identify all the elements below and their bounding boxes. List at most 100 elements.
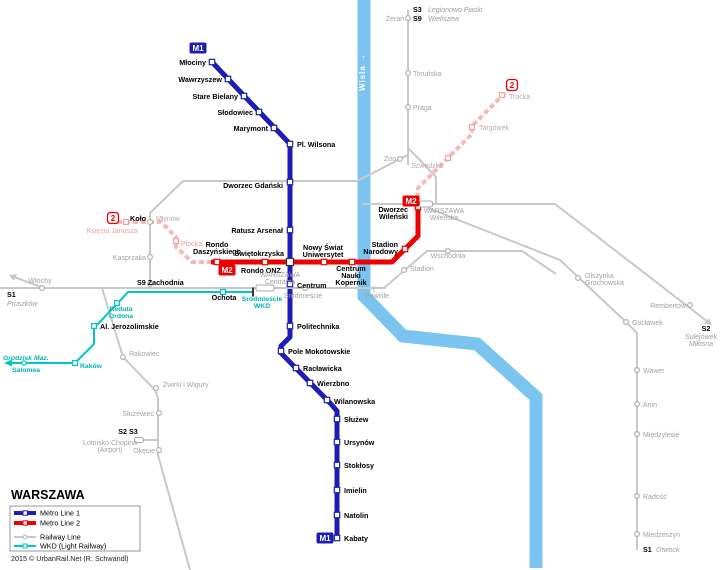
station-marker-imielin — [333, 486, 341, 494]
map-label-wawer: Wawer — [643, 368, 665, 375]
station-marker-slodowiec — [255, 108, 263, 116]
station-marker-rakowiec — [119, 354, 126, 361]
map-label-kasprzaka: Kasprzaka — [113, 255, 146, 262]
map-label-stare-bielany: Stare Bielany — [192, 92, 238, 101]
map-label-lotnisko-chopina-airport: Lotnisko Chopina(Airport) — [83, 440, 137, 454]
grodzisk-arrow — [4, 359, 12, 367]
station-marker-miedzylesie — [633, 431, 640, 438]
map-label-miedzeszyn: Miedzeszyn — [643, 532, 680, 539]
map-label-stok-osy: Stokłosy — [344, 461, 374, 470]
station-marker-salomea — [21, 360, 27, 366]
map-label-ursyn-w: Ursynów — [344, 438, 375, 447]
station-marker-olszynka-grochowska — [574, 275, 581, 282]
m2-badge-east-label: M2 — [405, 197, 417, 206]
map-label-m-yn-w: Młynów — [156, 216, 181, 223]
m1-badge-north — [189, 42, 207, 54]
map-label-label: ( — [373, 286, 376, 293]
map-label-s1: S1 — [7, 290, 16, 299]
map-label-al-jerozolimskie: Al. Jerozolimskie — [100, 322, 159, 331]
station-marker-srodmiescie-wkd-tick — [252, 287, 254, 297]
station-marker-stadion-rail — [401, 267, 408, 274]
map-label-rak-w: Raków — [80, 363, 103, 370]
station-marker-sluzew — [333, 415, 341, 423]
station-marker-pl-wilsona — [286, 140, 294, 148]
line2-planned-badge-west — [106, 211, 120, 225]
map-label-wschodnia: Wschodnia — [431, 253, 466, 260]
station-marker-wawrzyszew — [224, 75, 232, 83]
map-label-m-ociny: Młociny — [179, 58, 206, 67]
m1-badge-south — [316, 532, 334, 544]
map-label-s9: S9 — [413, 14, 422, 23]
copyright-note: 2015 © UrbanRail.Net (R. Schwandl) — [11, 554, 129, 563]
map-label-era: Żerań — [386, 14, 404, 23]
map-label-kabaty: Kabaty — [344, 534, 368, 543]
map-label-pole-mokotowskie: Pole Mokotowskie — [288, 347, 350, 356]
map-label-rondo-onz: Rondo ONZ — [241, 266, 282, 275]
map-label-natolin: Natolin — [344, 511, 368, 520]
station-marker-zoo — [397, 156, 404, 163]
rail-southwest — [101, 287, 156, 391]
station-marker-natolin — [333, 511, 341, 519]
station-marker-rembertow — [686, 302, 693, 309]
m1-badge-north-label: M1 — [192, 44, 204, 53]
line2-planned-badge-east-label: 2 — [510, 81, 515, 90]
map-label-s-u-ewiec: Służewiec — [122, 411, 154, 418]
map-label-powi-le: Powiśle — [365, 293, 389, 300]
m2-planned-west — [117, 220, 211, 264]
station-marker-warszawa-wilenska — [418, 200, 434, 208]
station-marker-plocka — [173, 238, 180, 245]
station-marker-wierzbno — [306, 379, 314, 387]
map-label-rakowiec: Rakowiec — [129, 351, 160, 358]
map-label-stadion: Stadion — [410, 266, 434, 273]
line2-planned-badge-east — [505, 78, 519, 92]
map-label-ochota: Ochota — [212, 293, 238, 302]
legend-item-metro-line-1-marker — [22, 510, 28, 516]
map-label-praga: Praga — [413, 105, 432, 112]
map-label-szwedzka: Szwedzka — [411, 163, 443, 170]
map-label-pruszk-w: Pruszków — [7, 301, 38, 308]
m2-badge-west-label: M2 — [221, 266, 233, 275]
legend-box — [9, 505, 141, 552]
station-marker-kasprzaka — [147, 254, 154, 261]
station-marker-ratusz-arsenal — [286, 226, 294, 234]
station-marker-kolo — [147, 219, 154, 226]
map-label-s2: S2 — [702, 324, 711, 333]
station-marker-trocka — [499, 91, 506, 98]
m2-badge-west — [218, 264, 236, 276]
map-label-r-dmie-cie: Śródmieście — [284, 291, 323, 300]
map-label-marymont: Marymont — [234, 124, 269, 133]
map-label-s2-s3: S2 S3 — [118, 427, 138, 436]
map-label-goc-awek: Gocławek — [632, 320, 663, 327]
map-label-imielin: Imielin — [344, 486, 367, 495]
map-label-pl-wilsona: Pl. Wilsona — [297, 140, 336, 149]
map-label-wi-tokrzyska: Świętokrzyska — [234, 249, 285, 258]
sulejowek-arrow — [704, 318, 712, 325]
map-label-otwock: Otwock — [656, 547, 680, 554]
station-marker-stare-bielany — [240, 92, 248, 100]
station-marker-reduta-ordona — [113, 300, 120, 307]
station-marker-okecie — [156, 447, 163, 454]
station-marker-marymont — [270, 124, 278, 132]
map-label-rac-awicka: Racławicka — [303, 364, 343, 373]
station-marker-wlochy — [38, 285, 45, 292]
station-marker-stadion-narodowy — [401, 245, 409, 253]
map-label-p-ocka: Płocka — [181, 241, 202, 248]
map-label-grodzisk-maz: Grodzisk Maz. — [3, 355, 49, 362]
map-label-ok-cie: Okęcie — [133, 448, 155, 455]
map-label-w-ochy: Włochy — [29, 278, 52, 285]
station-marker-miedzeszyn — [633, 530, 640, 537]
legend-item-metro-line-2-label: Metro Line 2 — [40, 519, 80, 528]
legend-item-wkd-light-railway-label: WKD (Light Railway) — [40, 542, 106, 551]
station-marker-rondo-onz — [261, 258, 269, 266]
station-marker-zwirki-i-wigury — [153, 385, 160, 392]
station-marker-szwedzka — [445, 155, 452, 162]
rail-pruszkow-branch — [13, 276, 45, 289]
station-marker-torunska — [405, 69, 412, 76]
map-label-centrum: Centrum — [297, 281, 327, 290]
